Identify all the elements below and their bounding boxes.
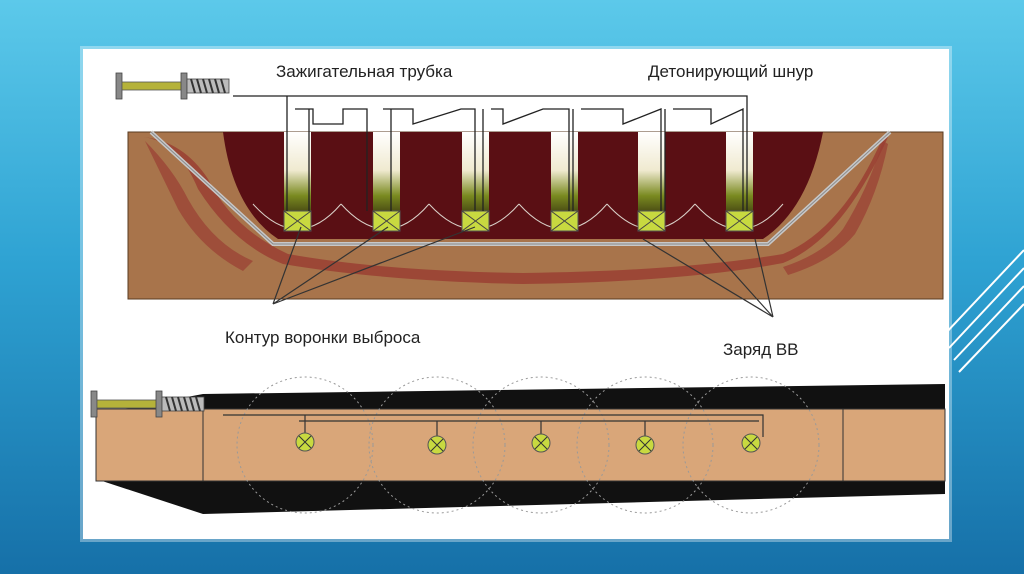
- charge-x-icon: [427, 435, 447, 455]
- slide-frame: Зажигательная трубка Детонирующий шнур К…: [83, 49, 949, 539]
- charge-x-icon: [283, 210, 312, 232]
- charges-plan: [295, 432, 761, 455]
- detonating-cord-section: [233, 95, 748, 211]
- plan-trench: [95, 408, 946, 482]
- plan-detonating-cord: [223, 414, 764, 437]
- label-explosive-charge: Заряд ВВ: [723, 340, 799, 359]
- corner-stripes-decoration: [944, 249, 1024, 373]
- charge-x-icon: [461, 210, 490, 232]
- label-crater-contour: Контур воронки выброса: [225, 328, 421, 347]
- fuse-igniter-icon: [90, 390, 205, 418]
- leader-lines-section: [272, 226, 774, 318]
- plan-bottom-band: [96, 479, 945, 514]
- charge-x-icon: [372, 210, 401, 232]
- blasting-diagram: Зажигательная трубка Детонирующий шнур К…: [90, 62, 946, 514]
- fuse-igniter-icon: [115, 72, 230, 100]
- label-detonating-cord: Детонирующий шнур: [648, 62, 813, 81]
- charge-x-icon: [295, 432, 315, 452]
- charge-x-icon: [635, 435, 655, 455]
- charge-x-icon: [637, 210, 666, 232]
- plan-crater-contours: [236, 376, 820, 514]
- plan-top-band: [96, 384, 945, 414]
- charge-x-icon: [741, 433, 761, 453]
- charges-section: [283, 210, 754, 232]
- charge-x-icon: [550, 210, 579, 232]
- plan-view: [90, 376, 946, 514]
- charge-x-icon: [725, 210, 754, 232]
- cross-section: [115, 72, 944, 318]
- label-fuse-tube: Зажигательная трубка: [276, 62, 453, 81]
- charge-x-icon: [531, 433, 551, 453]
